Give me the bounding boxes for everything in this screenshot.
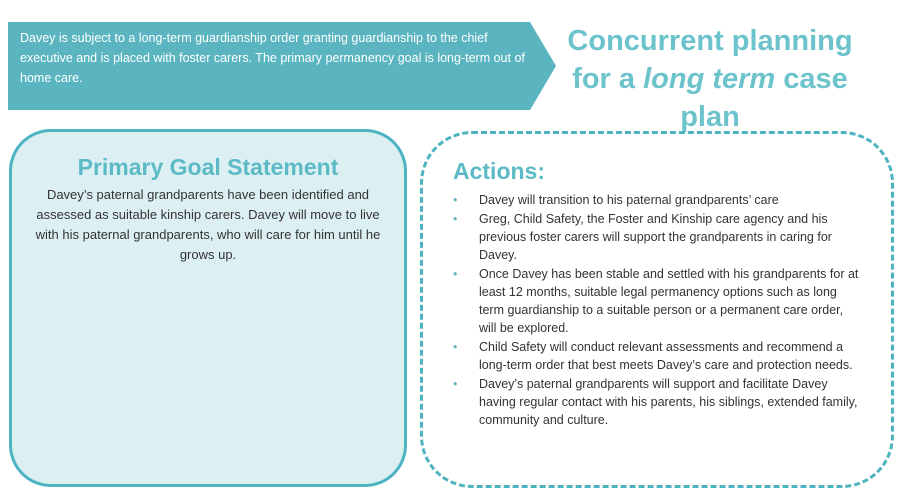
- goal-body: Davey’s paternal grandparents have been …: [35, 187, 381, 262]
- title-line1: Concurrent planning: [567, 25, 853, 57]
- actions-heading: Actions:: [453, 158, 545, 184]
- title-line2: for a long term case plan: [545, 60, 875, 136]
- title-emphasis: long term: [643, 63, 776, 95]
- title-suffix: case plan: [680, 63, 848, 133]
- page-title: Concurrent planning for a long term case…: [545, 22, 875, 136]
- primary-goal-panel: Primary Goal Statement Davey’s paternal …: [9, 129, 407, 487]
- actions-list: Davey will transition to his paternal gr…: [423, 191, 859, 429]
- actions-panel: Actions: Davey will transition to his pa…: [420, 131, 894, 488]
- goal-heading: Primary Goal Statement: [77, 154, 339, 180]
- list-item: Davey will transition to his paternal gr…: [453, 191, 859, 209]
- list-item: Greg, Child Safety, the Foster and Kinsh…: [453, 210, 859, 264]
- context-banner: Davey is subject to a long-term guardian…: [8, 22, 556, 110]
- banner-text: Davey is subject to a long-term guardian…: [20, 31, 525, 85]
- list-item: Child Safety will conduct relevant asses…: [453, 338, 859, 374]
- title-prefix: for a: [572, 63, 644, 95]
- list-item: Once Davey has been stable and settled w…: [453, 265, 859, 337]
- list-item: Davey’s paternal grandparents will suppo…: [453, 375, 859, 429]
- arrow-shape: [8, 22, 556, 110]
